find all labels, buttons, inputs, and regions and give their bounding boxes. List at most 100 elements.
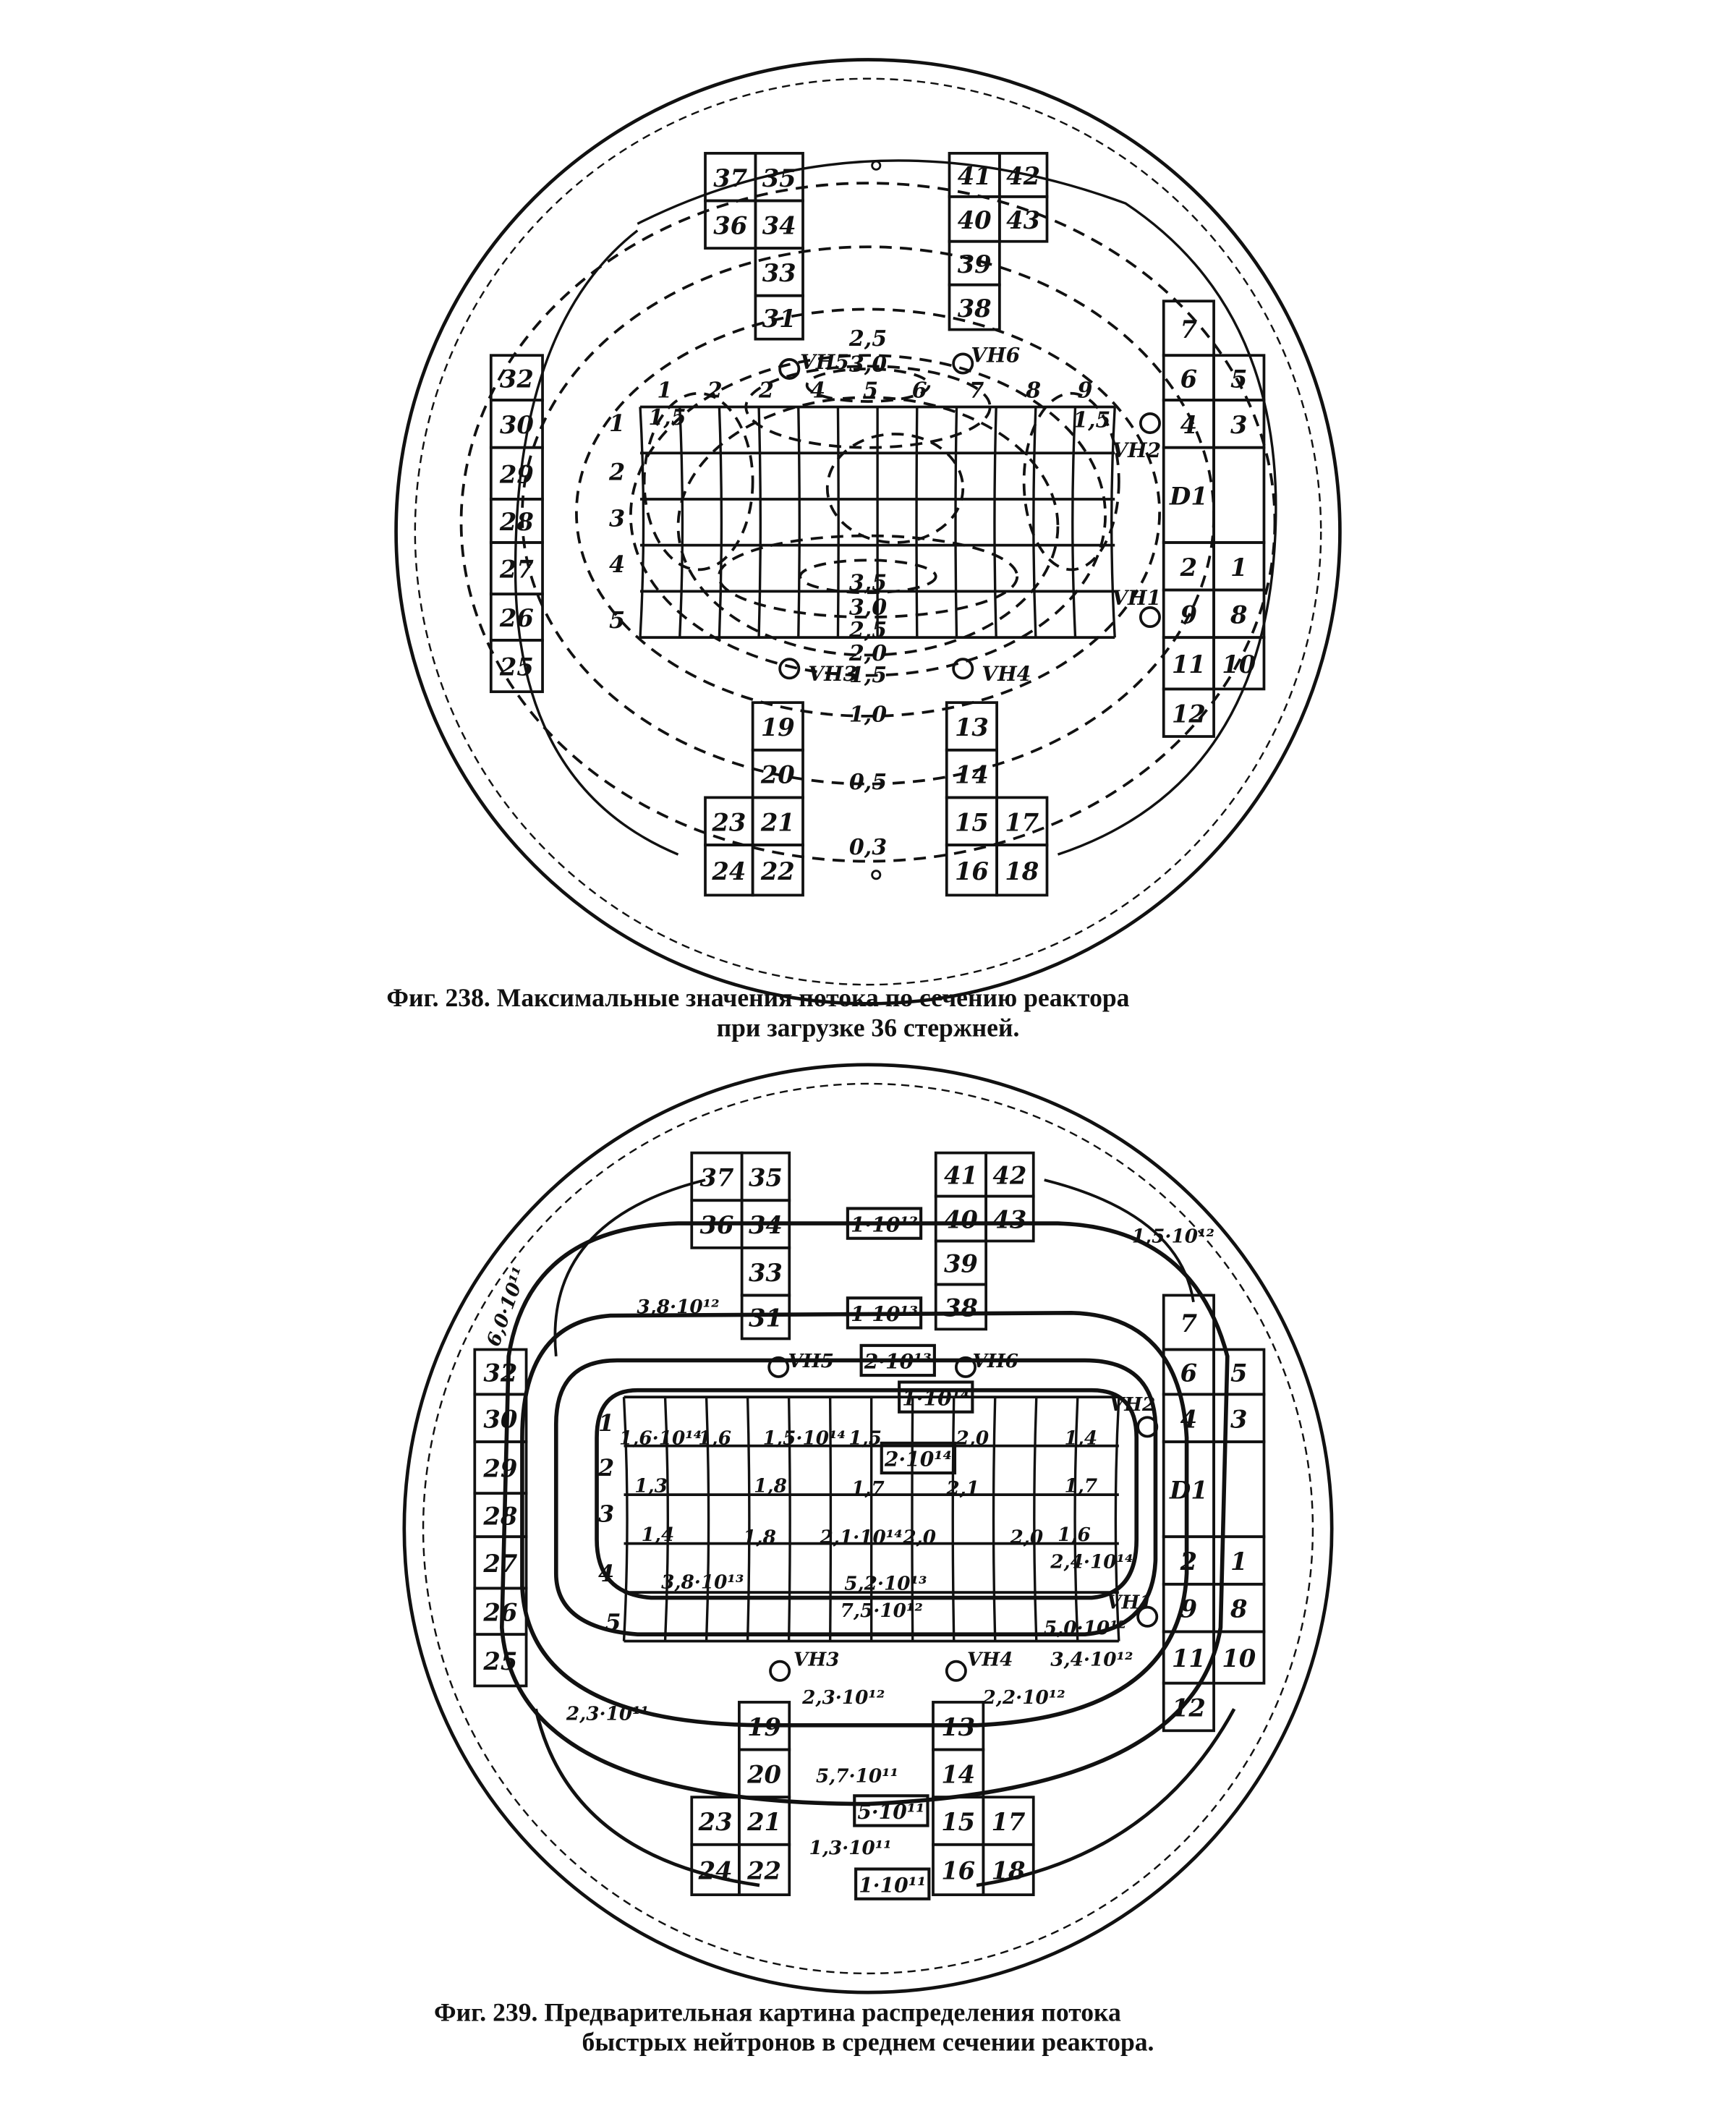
- rod-number: 38: [958, 294, 992, 323]
- core-row-label: 2: [597, 1454, 614, 1482]
- rod-cell: [740, 1293, 791, 1341]
- rod-number: 34: [749, 1210, 783, 1239]
- contour-value-label: 2,5: [848, 618, 887, 643]
- boxed-flux-value: 1·10¹⁴: [902, 1386, 969, 1410]
- flux-value-label: 5,0·10¹²: [1044, 1617, 1126, 1639]
- core-row-label: 4: [609, 551, 625, 578]
- flux-contours: [499, 1178, 1236, 1887]
- rod-number: 22: [760, 857, 795, 885]
- flux-value-label: 1,3: [634, 1474, 668, 1497]
- rod-number: 7: [1180, 1309, 1198, 1338]
- detector-channels: [778, 160, 1161, 880]
- flux-value-box: [898, 1380, 974, 1414]
- rod-cell: [948, 283, 1001, 331]
- flux-value-label: 1,6: [1058, 1524, 1091, 1546]
- core-column-line: [639, 407, 645, 638]
- flux-value-box: [846, 1207, 923, 1240]
- rod-number: 8: [1230, 1594, 1247, 1623]
- flux-value-label: 1,6·10¹⁴: [619, 1427, 702, 1450]
- rod-number: 3: [1230, 1404, 1247, 1433]
- rod-number: 20: [760, 760, 795, 789]
- core-column-line: [787, 1397, 791, 1641]
- flux-value-label: 1,7: [1065, 1474, 1098, 1497]
- rod-number: 28: [482, 1501, 517, 1530]
- rod-number: D1: [1169, 1476, 1208, 1505]
- core-row-label: 5: [609, 606, 625, 634]
- flux-value-label: 5,2·10¹³: [844, 1572, 927, 1594]
- channel-label: VH6: [971, 344, 1020, 368]
- channel-label: VH4: [967, 1648, 1013, 1670]
- flux-value-box: [853, 1794, 929, 1827]
- rod-number: 11: [1172, 1644, 1206, 1673]
- flux-value-label: 1,4: [1065, 1427, 1098, 1450]
- outer-solid-contour: [514, 159, 1277, 856]
- rod-number: 43: [1006, 205, 1040, 234]
- core-column-line: [992, 1397, 997, 1641]
- channel-label: VH2: [1112, 438, 1161, 462]
- rod-number: 36: [699, 1210, 733, 1239]
- rod-number: 34: [762, 211, 796, 239]
- core-column-line: [1110, 407, 1116, 638]
- core-row-label: 5: [605, 1609, 621, 1636]
- rod-number: 29: [499, 459, 534, 488]
- rod-number: 23: [698, 1807, 733, 1836]
- rod-cell: [751, 844, 804, 897]
- boxed-flux-value: 1·10¹²: [851, 1212, 918, 1236]
- rod-number: 39: [958, 250, 992, 279]
- figure-238-caption-line1: Фиг. 238. Максимальные значения потока п…: [386, 983, 1129, 1012]
- boxed-flux-value: 2·10¹³: [864, 1350, 932, 1374]
- rod-number: 40: [944, 1205, 978, 1234]
- rod-number: 39: [944, 1249, 978, 1278]
- flux-value-label: 1,5·10¹⁴: [763, 1427, 846, 1450]
- contour-value-label: 1,5: [849, 663, 887, 688]
- flux-value-label: 1,5·10¹²: [1132, 1225, 1214, 1247]
- channel-label: VH6: [973, 1350, 1018, 1372]
- rod-number: 32: [483, 1359, 517, 1388]
- rod-number: 31: [762, 304, 796, 333]
- rod-number: 22: [746, 1856, 781, 1885]
- rod-number: 43: [992, 1205, 1026, 1234]
- reactor-outer-wall: [402, 1063, 1334, 1995]
- rod-cell: [1162, 687, 1215, 738]
- contour-index-label: 8: [1025, 378, 1041, 403]
- core-column-line: [1033, 1397, 1038, 1641]
- flux-value-label: 2,1: [945, 1477, 979, 1500]
- boxed-flux-value: 1·10¹³: [851, 1302, 918, 1326]
- core-column-line: [1073, 1397, 1079, 1641]
- rod-number: 2: [1180, 553, 1197, 582]
- flux-value-label: 2,0: [1010, 1526, 1044, 1549]
- rod-number: 20: [746, 1759, 781, 1788]
- core-column-line: [757, 407, 762, 638]
- rod-number: 32: [500, 364, 534, 393]
- boxed-flux-value: 5·10¹¹: [857, 1800, 924, 1824]
- rod-number: 13: [941, 1712, 975, 1741]
- contour-value-label: 1,0: [849, 702, 887, 727]
- rod-number: 10: [1222, 1644, 1256, 1673]
- flux-value-label: 2,2·10¹²: [982, 1686, 1065, 1709]
- figure-239-caption-line1: Фиг. 239. Предварительная картина распре…: [434, 1998, 1121, 2027]
- rod-cell: [934, 1283, 987, 1331]
- rod-number: 4: [1180, 1404, 1197, 1433]
- rod-number: 37: [699, 1163, 733, 1192]
- rod-number: 35: [749, 1163, 783, 1192]
- rod-number: 28: [499, 507, 534, 536]
- rod-number: 19: [761, 713, 795, 742]
- flux-value-label: 1,4: [642, 1524, 675, 1546]
- flux-value-label: 1,3·10¹¹: [809, 1837, 891, 1859]
- core-row-label: 3: [609, 504, 625, 532]
- rod-number: 14: [955, 760, 989, 789]
- rod-cell: [1162, 1681, 1215, 1733]
- flux-value-label: 3,8·10¹³: [661, 1571, 744, 1593]
- rod-number: 5: [1230, 364, 1247, 393]
- rod-cell: [754, 294, 804, 341]
- rod-number: D1: [1169, 481, 1208, 510]
- channel-label: VH5: [800, 350, 849, 374]
- contour-value-label: 2,0: [848, 641, 887, 666]
- rod-number: 9: [1180, 600, 1197, 629]
- rod-cell: [1212, 446, 1266, 544]
- core-column-line: [1114, 1396, 1120, 1641]
